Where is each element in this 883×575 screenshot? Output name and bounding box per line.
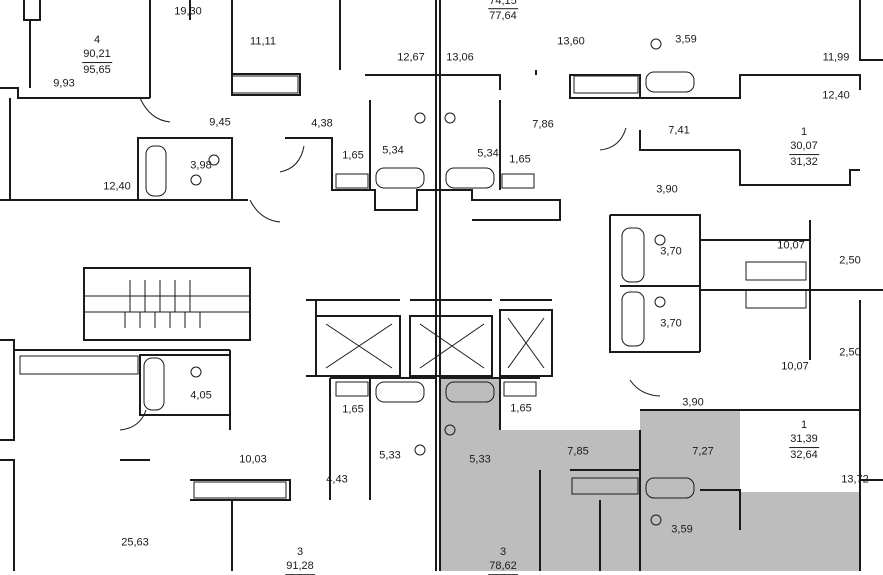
room-area: 3,59 [675, 33, 697, 46]
room-area: 1,65 [342, 403, 364, 416]
room-area: 2,50 [839, 346, 861, 359]
room-area: 11,99 [822, 51, 850, 64]
room-area: 3,70 [660, 245, 682, 258]
room-area: 9,45 [209, 116, 231, 129]
room-area: 4,38 [311, 117, 333, 130]
room-area: 10,03 [239, 453, 267, 466]
apartment-total-area: 77,64 [489, 10, 517, 23]
room-area: 7,41 [668, 124, 690, 137]
room-area: 11,11 [250, 35, 276, 48]
room-area: 3,90 [682, 396, 704, 409]
fixtures [19, 38, 807, 526]
highlighted-apartment [440, 378, 860, 571]
room-area: 7,27 [692, 445, 714, 458]
room-area: 13,60 [557, 35, 585, 48]
apartment-number: 1 [800, 419, 808, 432]
room-area: 7,85 [567, 445, 589, 458]
room-area: 1,65 [510, 402, 532, 415]
apartment-label-right-lower: 1 31,39 32,64 [789, 418, 819, 462]
room-area: 1,65 [342, 149, 364, 162]
room-area: 10,07 [777, 239, 805, 252]
apartment-number: 4 [93, 34, 101, 47]
apartment-living-area: 30,07 [789, 139, 819, 155]
apartment-label-top-center: 74,15 77,64 [488, 0, 518, 24]
apartment-number: 3 [499, 546, 507, 559]
room-area: 7,86 [532, 118, 554, 131]
apartment-living-area: 78,62 [488, 560, 518, 575]
apartment-total-area: 32,64 [790, 448, 818, 461]
room-area: 5,34 [382, 144, 404, 157]
room-area: 13,06 [446, 51, 474, 64]
apartment-label-top-left: 4 90,21 95,65 [82, 33, 112, 77]
room-area: 12,40 [103, 180, 131, 193]
room-area: 12,67 [397, 51, 425, 64]
room-area: 19,30 [174, 5, 202, 18]
apartment-living-area: 90,21 [82, 47, 112, 63]
room-area: 3,70 [660, 317, 682, 330]
room-area: 9,93 [53, 77, 75, 90]
apartment-number: 3 [296, 546, 304, 559]
room-area: 3,59 [671, 523, 693, 536]
room-area: 13,72 [841, 473, 869, 486]
apartment-number: 1 [800, 126, 808, 139]
room-area: 5,33 [379, 449, 401, 462]
room-area: 4,43 [326, 473, 348, 486]
apartment-total-area: 31,32 [790, 155, 818, 168]
room-area: 25,63 [121, 536, 149, 549]
apartment-living-area: 31,39 [789, 432, 819, 448]
room-area: 10,07 [781, 360, 809, 373]
apartment-living-area: 74,15 [488, 0, 518, 10]
room-area: 5,33 [469, 453, 491, 466]
room-area: 5,34 [477, 147, 499, 160]
apartment-living-area: 91,28 [285, 560, 315, 575]
apartment-label-bottom-left: 3 91,28 [285, 545, 315, 575]
room-area: 2,50 [839, 254, 861, 267]
room-area: 3,90 [656, 183, 678, 196]
room-area: 1,65 [509, 153, 531, 166]
apartment-label-bottom-center: 3 78,62 [488, 545, 518, 575]
apartment-total-area: 95,65 [83, 63, 111, 76]
room-area: 3,98 [190, 159, 212, 172]
room-area: 12,40 [822, 89, 850, 102]
room-area: 4,05 [190, 389, 212, 402]
apartment-label-right-upper: 1 30,07 31,32 [789, 125, 819, 169]
